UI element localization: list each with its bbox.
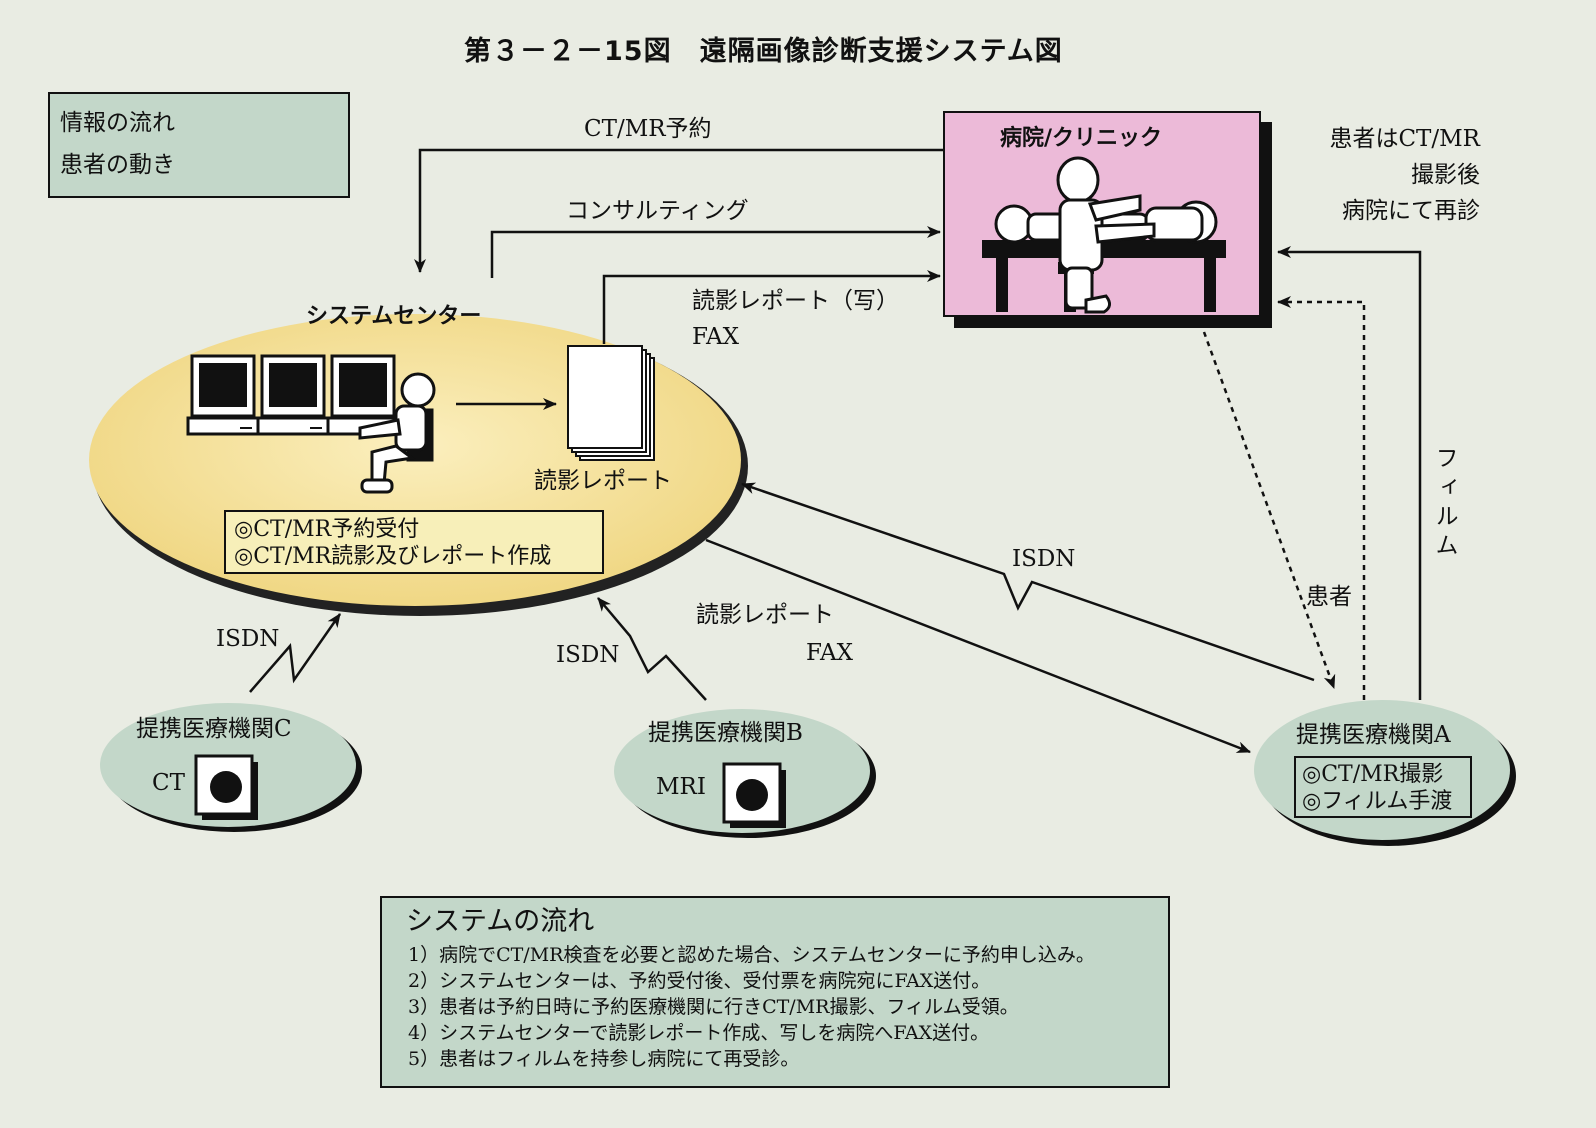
ct-scanner-icon [194,754,258,820]
operator-figure [358,372,436,494]
film-label: フィルム [1431,446,1457,562]
revisit-note-line: 患者はCT/MR [1329,126,1480,152]
facility-a-tasks-box: ◎CT/MR撮影 ◎フィルム手渡 [1294,756,1472,818]
system-flow-step: 4）システムセンターで読影レポート作成、写しを病院へFAX送付。 [408,1022,990,1044]
mri-scanner-icon [722,762,786,828]
report-copy-arrow [602,270,941,344]
system-center-tasks-box: ◎CT/MR予約受付 ◎CT/MR読影及びレポート作成 [224,510,604,574]
film-arrow [1277,246,1422,700]
system-flow-step: 3）患者は予約日時に予約医療機関に行きCT/MR撮影、フィルム受領。 [408,996,1019,1018]
system-flow-box: システムの流れ 1）病院でCT/MR検査を必要と認めた場合、システムセンターに予… [380,896,1170,1088]
system-flow-title: システムの流れ [406,906,595,937]
system-center-task: ◎CT/MR予約受付 [234,517,420,542]
revisit-note-line: 撮影後 [1411,162,1480,188]
report-copy-fax-label: FAX [692,324,739,350]
isdn-a-label: ISDN [1012,546,1076,572]
hospital-label: 病院/クリニック [1000,126,1163,151]
revisit-note-line: 病院にて再診 [1342,198,1480,224]
facility-c-label: 提携医療機関C [136,716,292,742]
facility-a-task: ◎CT/MR撮影 [1302,762,1444,787]
isdn-c-arrow [249,613,342,693]
system-flow-step: 1）病院でCT/MR検査を必要と認めた場合、システムセンターに予約申し込み。 [408,944,1095,966]
monitor-icons [186,354,402,436]
legend-info-flow-label: 情報の流れ [60,110,175,136]
revisit-arrow [1277,296,1366,700]
consulting-arrow [490,226,941,278]
patient-label: 患者 [1306,584,1352,610]
report-label-lower: 読影レポート [696,602,834,628]
system-flow-step: 2）システムセンターは、予約受付後、受付票を病院宛にFAX送付。 [408,970,991,992]
consulting-label: コンサルティング [566,198,749,224]
report-copy-label: 読影レポート（写） [692,288,899,314]
patient-arrow [1202,331,1336,689]
doctor-figure [1056,156,1156,314]
facility-b-label: 提携医療機関B [648,720,803,746]
system-center-task: ◎CT/MR読影及びレポート作成 [234,544,552,569]
system-center-label: システムセンター [306,304,482,329]
report-fax-arrow [705,538,1251,754]
system-flow-step: 5）患者はフィルムを持参し病院にて再受診。 [408,1048,800,1070]
report-document-icon [567,345,655,461]
facility-a-label: 提携医療機関A [1296,722,1451,748]
report-fax-label: FAX [806,640,853,666]
reservation-label: CT/MR予約 [584,116,712,142]
facility-a-task: ◎フィルム手渡 [1302,789,1453,814]
isdn-a-arrow [741,482,1315,682]
isdn-b-label: ISDN [556,642,620,668]
report-label: 読影レポート [534,468,672,494]
legend-patient-move-label: 患者の動き [60,152,175,178]
facility-b-device: MRI [656,774,706,800]
diagram-title: 第３－２－15図 遠隔画像診断支援システム図 [464,36,1063,67]
isdn-c-label: ISDN [216,626,280,652]
facility-c-device: CT [152,770,185,796]
legend-box: 情報の流れ 患者の動き [48,92,350,198]
hospital-bed-icon [982,240,1226,312]
isdn-b-arrow [597,597,707,701]
reservation-arrow [414,148,944,273]
